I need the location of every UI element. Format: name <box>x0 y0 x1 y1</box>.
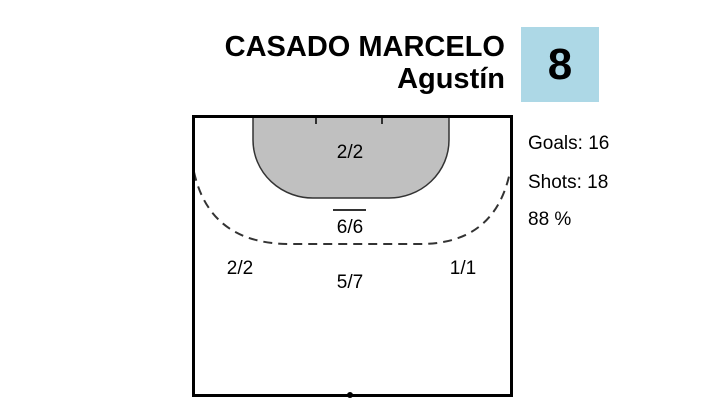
zone-center: 5/7 <box>337 272 363 293</box>
percent-stat: 88 % <box>528 209 572 230</box>
shots-stat: Shots: 18 <box>528 172 609 193</box>
player-last-name: CASADO MARCELO <box>224 31 505 63</box>
free-throw-line <box>193 171 511 245</box>
goal-area <box>252 115 450 199</box>
zone-left-wing: 2/2 <box>227 258 253 279</box>
player-first-name: Agustín <box>397 63 505 95</box>
goals-stat: Goals: 16 <box>528 133 610 154</box>
player-number-badge: 8 <box>521 27 599 102</box>
center-mark <box>347 392 353 398</box>
zone-seven-meter: 6/6 <box>337 217 363 238</box>
zone-goal-area: 2/2 <box>337 142 363 163</box>
zone-right-wing: 1/1 <box>450 258 476 279</box>
